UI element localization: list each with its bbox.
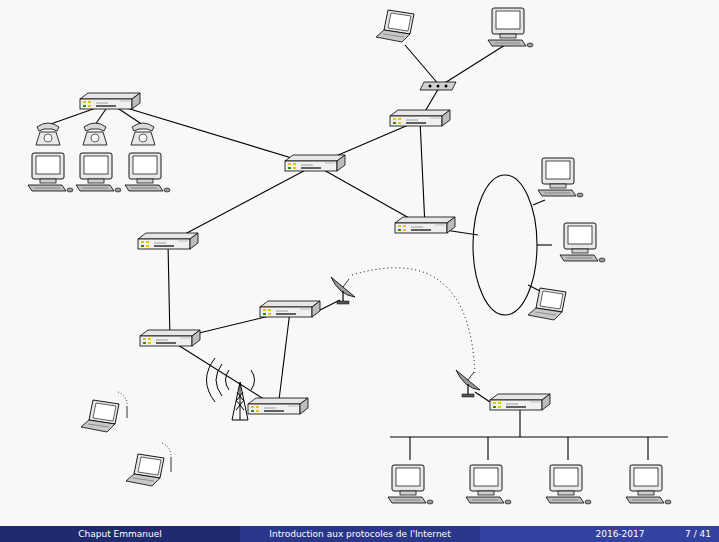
year-range: 2016-2017 [595,527,644,541]
author-name: Chaput Emmanuel [78,527,162,541]
page-number: 7 / 41 [685,527,711,541]
presentation-title: Introduction aux protocoles de l'Interne… [269,527,450,541]
